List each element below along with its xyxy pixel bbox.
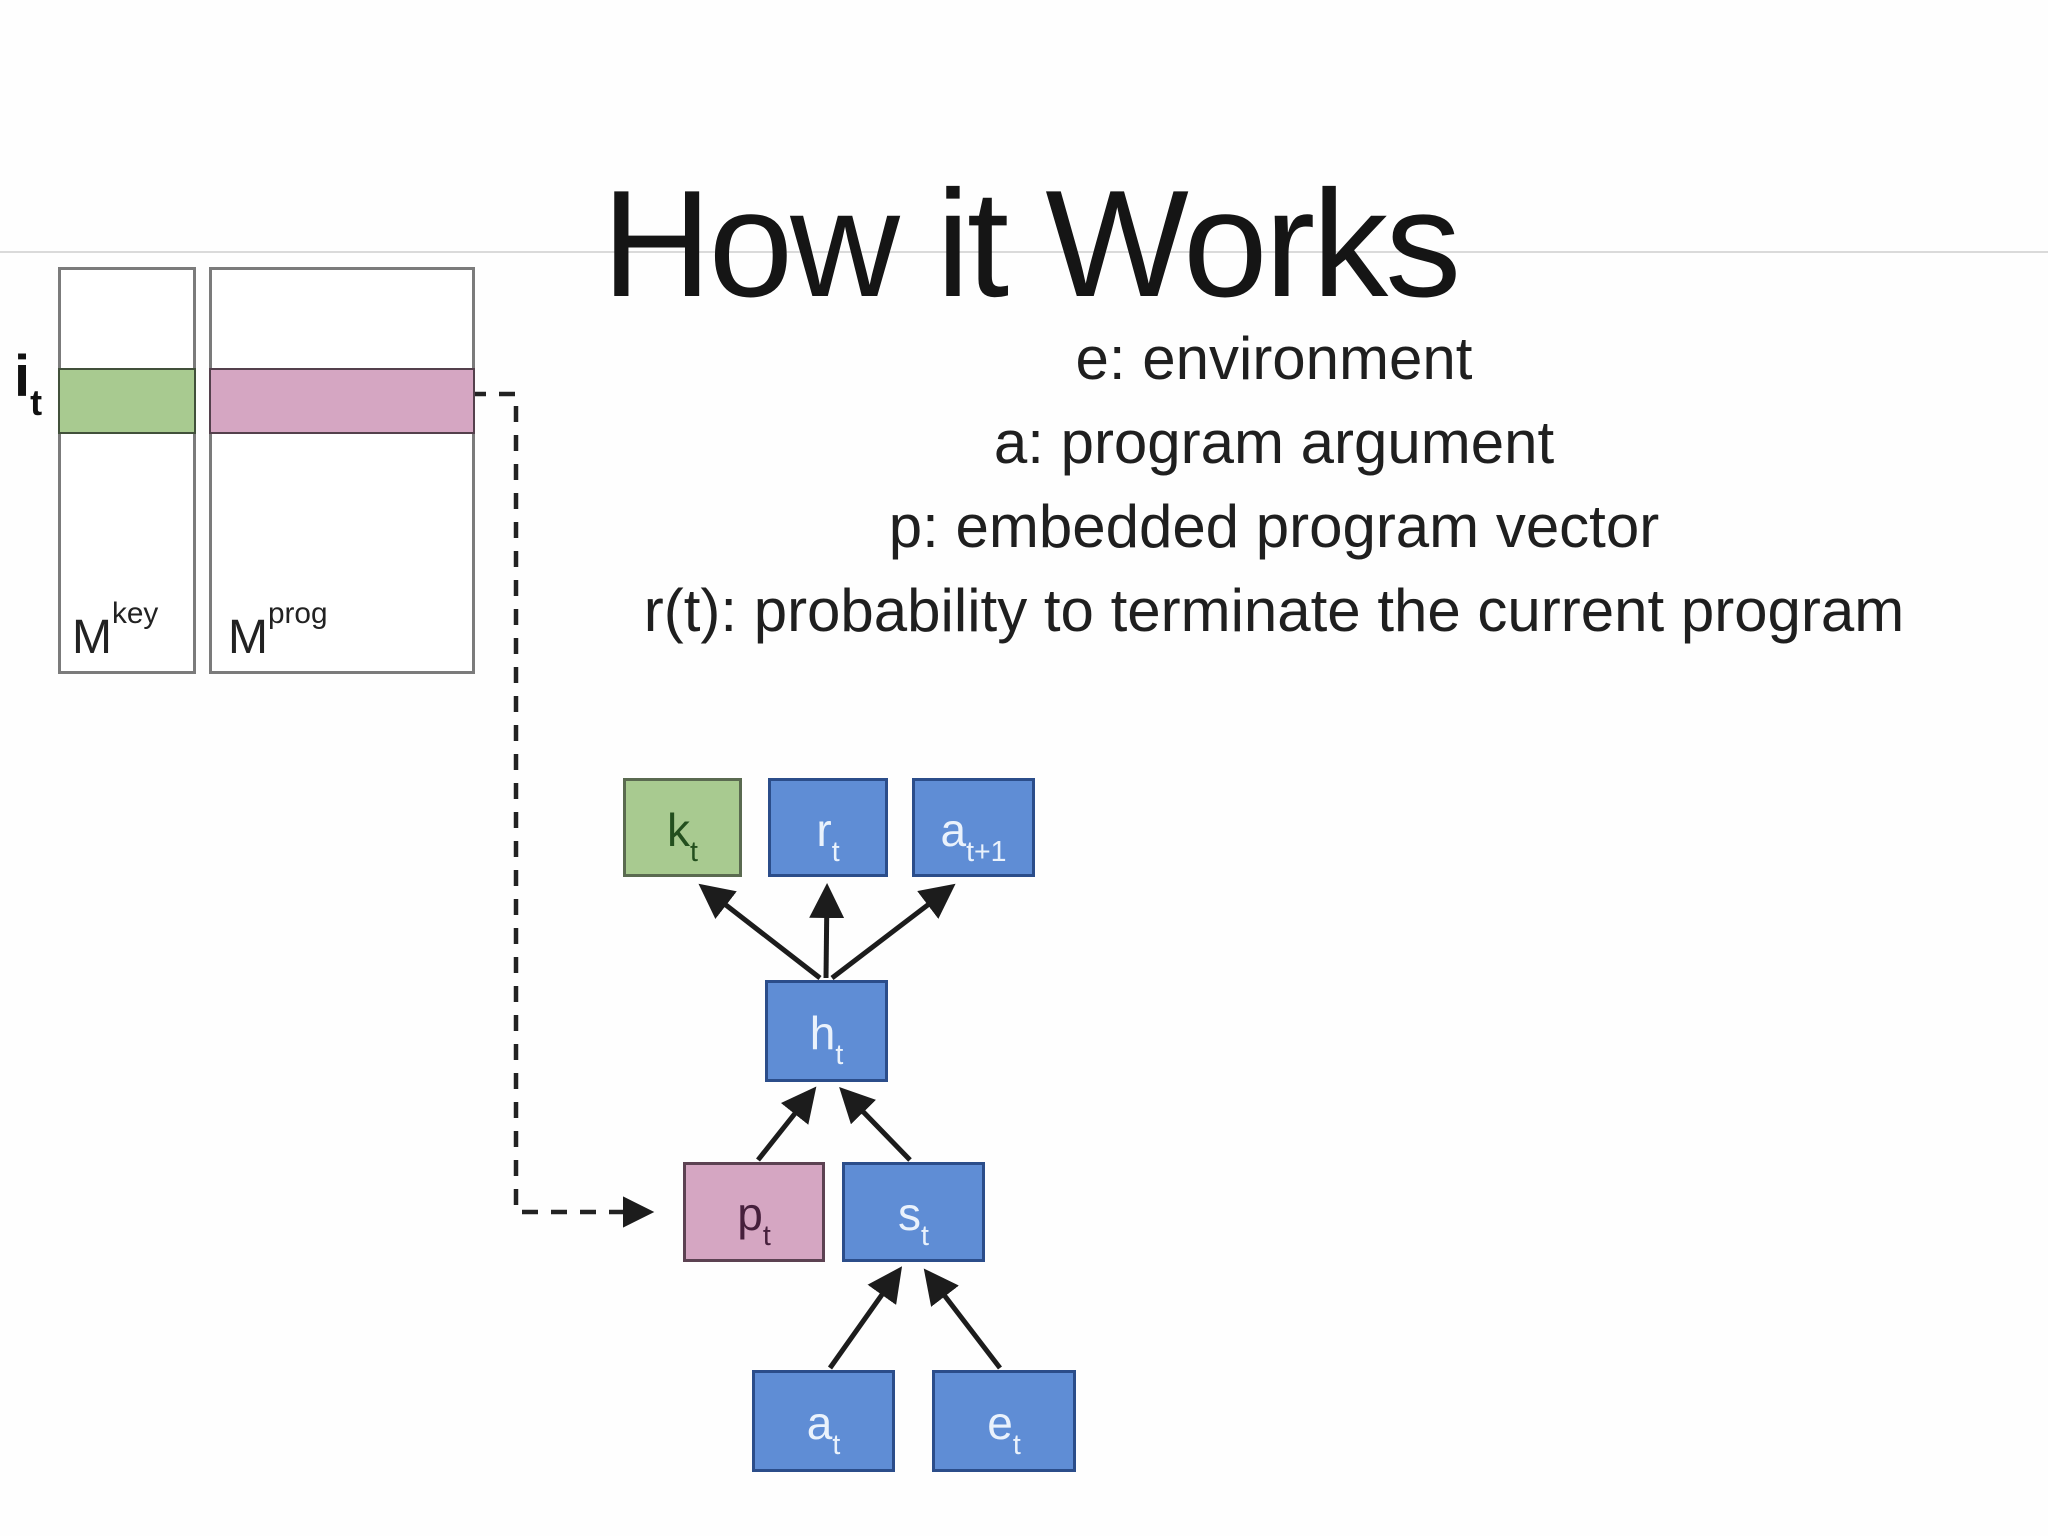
definitions-block: e: environment a: program argument p: em…	[500, 317, 2048, 653]
definition-line-r: r(t): probability to terminate the curre…	[643, 577, 1905, 644]
node-at1-label: at+1	[940, 803, 1007, 868]
arrow-ht-to-kt	[698, 883, 822, 980]
node-ht-label: ht	[809, 1007, 844, 1072]
node-pt: pt	[683, 1162, 825, 1262]
arrow-ht-to-rt	[809, 883, 845, 979]
row-index-label: it	[14, 344, 43, 424]
node-kt: kt	[623, 778, 742, 877]
node-at-label: at	[806, 1397, 841, 1462]
node-et: et	[932, 1370, 1076, 1472]
node-et-label: et	[987, 1397, 1021, 1462]
definition-line-a: a: program argument	[993, 409, 1555, 476]
arrow-pt-to-ht	[756, 1086, 817, 1162]
memory-prog-label: Mprog	[228, 596, 328, 664]
memory-key-row-highlight	[58, 368, 196, 434]
node-pt-label: pt	[737, 1188, 771, 1253]
memory-prog-column	[209, 267, 475, 674]
node-st-label: st	[898, 1188, 929, 1253]
node-at1: at+1	[912, 778, 1035, 877]
node-rt-label: rt	[816, 803, 840, 868]
arrow-at-to-st	[827, 1266, 903, 1370]
node-kt-label: kt	[667, 803, 698, 868]
memory-key-label: Mkey	[72, 596, 159, 664]
node-ht: ht	[765, 980, 888, 1082]
node-rt: rt	[768, 778, 888, 877]
node-st: st	[842, 1162, 985, 1262]
arrow-ht-to-at1	[830, 883, 956, 980]
node-at: at	[752, 1370, 895, 1472]
definition-line-p: p: embedded program vector	[888, 493, 1660, 560]
arrow-st-to-ht	[839, 1086, 912, 1162]
arrow-et-to-st	[923, 1268, 1002, 1370]
dashed-pointer-arrow	[470, 391, 655, 1228]
slide-title: How it Works	[601, 159, 1461, 329]
memory-key-column	[58, 267, 196, 674]
memory-prog-row-highlight	[209, 368, 475, 434]
definition-line-e: e: environment	[1075, 325, 1473, 392]
divider-line	[0, 251, 2048, 253]
